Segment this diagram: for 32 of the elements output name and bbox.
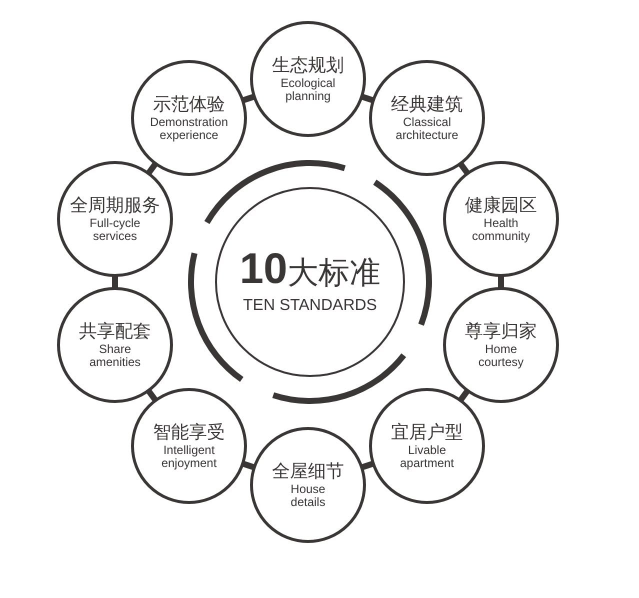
- title-text: 宜居户型: [391, 422, 463, 442]
- subtitle-text: House details: [290, 482, 326, 508]
- connector-line: [458, 162, 470, 175]
- title-text: 生态规划: [272, 56, 344, 76]
- subtitle-text: Share amenities: [88, 342, 142, 368]
- subtitle-text: Intelligent enjoyment: [160, 444, 218, 470]
- connector-line: [112, 276, 118, 288]
- title-text: 全周期服务: [70, 196, 160, 216]
- title-text: 共享配套: [79, 322, 151, 342]
- title-text: 智能享受: [153, 422, 225, 442]
- subtitle-text: Demonstration experience: [148, 116, 230, 142]
- hub-title: 10大标准: [240, 249, 380, 293]
- title-text: 全屋细节: [272, 462, 344, 482]
- subtitle-text: Full-cycle services: [88, 216, 142, 242]
- subtitle-text: Livable apartment: [398, 444, 456, 470]
- hub-subtitle: TEN STANDARDS: [243, 297, 377, 315]
- connector-line: [146, 162, 158, 175]
- subtitle-text: Home courtesy: [477, 342, 525, 368]
- subtitle-text: Ecological planning: [280, 76, 336, 102]
- connector-line: [146, 389, 158, 402]
- title-text: 尊享归家: [465, 322, 537, 342]
- connector-line: [242, 460, 255, 470]
- title-text: 示范体验: [153, 94, 225, 114]
- title-text: 经典建筑: [391, 94, 463, 114]
- connector-line: [458, 389, 470, 402]
- connector-line: [361, 460, 374, 470]
- connector-line: [242, 94, 255, 104]
- subtitle-text: Health community: [470, 216, 531, 242]
- connector-line: [498, 276, 504, 288]
- title-text: 健康园区: [465, 196, 537, 216]
- connector-line: [361, 94, 374, 104]
- subtitle-text: Classical architecture: [394, 116, 460, 142]
